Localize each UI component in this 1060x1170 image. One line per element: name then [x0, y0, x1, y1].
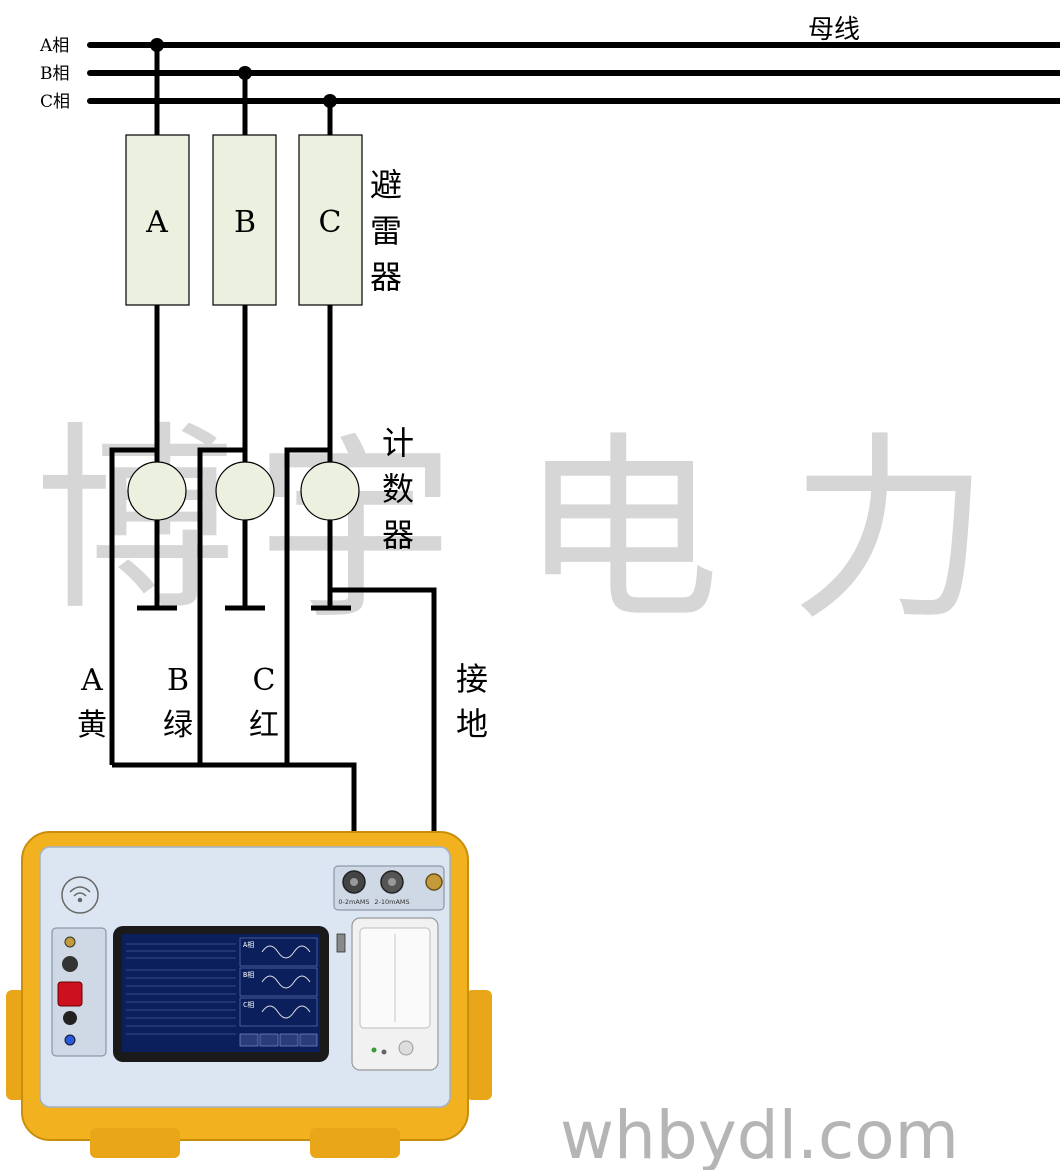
arrester-a: A: [125, 134, 190, 306]
watermark-char-3: 电: [520, 415, 720, 648]
lcd-readings: [126, 943, 236, 1035]
arrester-label-c: C: [319, 205, 342, 240]
screen-tab-a: A相: [243, 940, 254, 949]
ground-caption-1: 接: [456, 660, 488, 698]
screen-tab-b: B相: [243, 970, 254, 979]
lead-phase-a: A: [80, 663, 103, 698]
counter-c: [300, 461, 360, 521]
watermark-url: whbydl.com: [560, 1097, 959, 1170]
phase-label-b: B相: [40, 64, 70, 84]
charge-jack: [63, 1011, 77, 1025]
wireless-icon: [61, 876, 99, 914]
lead-labels: A 黄 B 绿 C 红: [77, 663, 279, 743]
arrester-c: C: [298, 134, 363, 306]
ground-caption-2: 地: [456, 705, 488, 743]
lead-phase-b: B: [167, 663, 189, 698]
counter-caption-2: 数: [382, 470, 414, 508]
signal-port-2: [380, 870, 404, 894]
counters: [127, 461, 360, 521]
lead-color-a: 黄: [77, 708, 107, 743]
watermark: 博 宇 电 力: [35, 405, 990, 648]
arrester-label-a: A: [145, 205, 168, 240]
printer: [351, 917, 439, 1071]
arrester-b: B: [212, 134, 277, 306]
counter-a: [127, 461, 187, 521]
phase-label-c: C相: [40, 92, 70, 112]
counter-b: [215, 461, 275, 521]
phase-label-a: A相: [39, 36, 69, 56]
indicator-led: [64, 1034, 76, 1046]
instrument: 0-2mAMS 2-10mAMS: [6, 831, 492, 1158]
busbar-title: 母线: [808, 15, 860, 45]
lcd-softkeys: [239, 1033, 318, 1047]
arrester-caption-3: 器: [370, 258, 402, 296]
arresters: A B C: [125, 134, 363, 306]
ground-post: [425, 873, 443, 891]
power-switch: [57, 981, 83, 1007]
counter-caption-3: 器: [382, 516, 414, 554]
arrester-label-b: B: [234, 205, 256, 240]
antenna-jack: [64, 936, 76, 948]
lead-color-b: 绿: [163, 708, 193, 743]
lcd-screen: [122, 934, 320, 1052]
watermark-char-4: 力: [790, 415, 990, 648]
lead-phase-c: C: [253, 663, 276, 698]
lcd-waveforms: [239, 937, 318, 1027]
port-label-1: 0-2mAMS: [338, 898, 369, 906]
arrester-caption-1: 避: [370, 166, 402, 204]
usb-port: [336, 933, 346, 953]
arrester-caption-2: 雷: [370, 212, 402, 250]
signal-port-1: [342, 870, 366, 894]
right-handle: [466, 990, 492, 1100]
busbar: [87, 42, 1060, 104]
lead-color-c: 红: [249, 708, 279, 743]
wires: [109, 45, 437, 882]
sync-jack: [62, 956, 78, 972]
counter-caption-1: 计: [382, 424, 414, 462]
screen-tab-c: C相: [243, 1000, 254, 1009]
watermark-char-1: 博: [35, 405, 235, 638]
port-label-2: 2-10mAMS: [374, 898, 409, 906]
